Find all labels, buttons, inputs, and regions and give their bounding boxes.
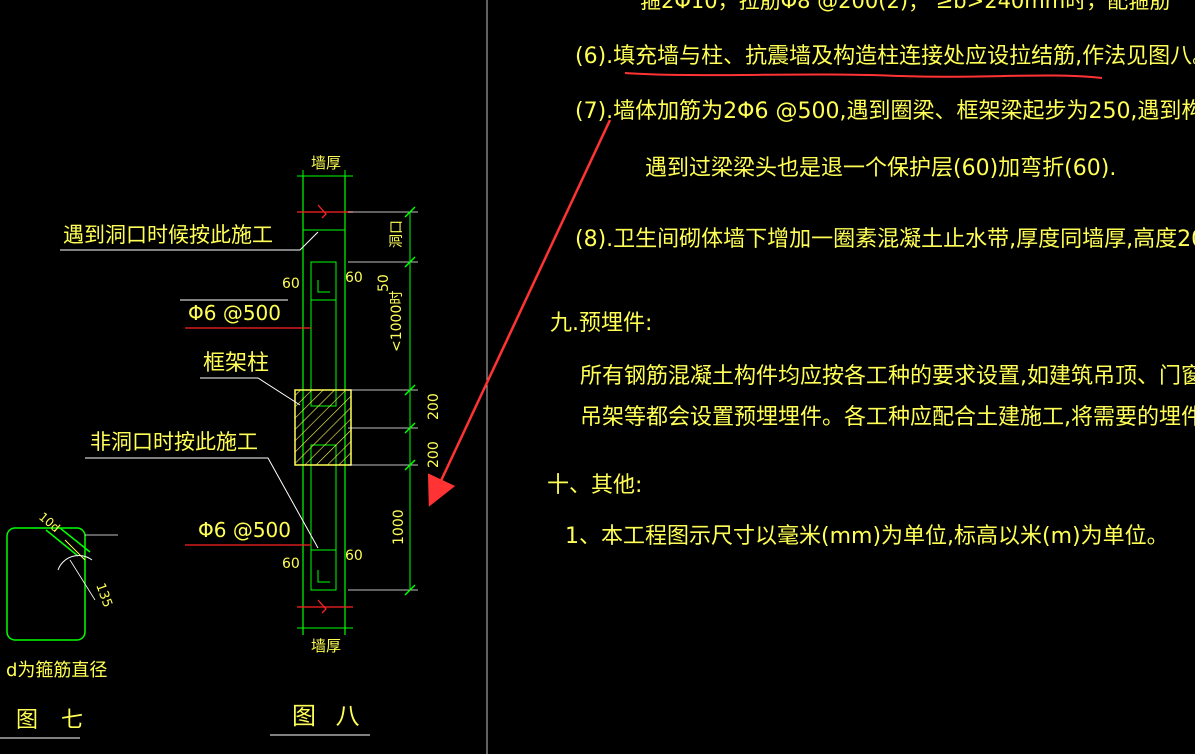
- label-rebar-top: Φ6 @500: [188, 301, 281, 325]
- section-9-line2: 吊架等都会设置预埋埋件。各工种应配合土建施工,将需要的埋件留全。: [580, 405, 1195, 430]
- frame-column: [294, 389, 352, 466]
- note-item-8: (8).卫生间砌体墙下增加一圈素混凝土止水带,厚度同墙厚,高度200.: [575, 227, 1195, 252]
- dim-60-top-right: 60: [345, 270, 363, 286]
- label-no-hole: 非洞口时按此施工: [90, 430, 258, 454]
- section-10-item-1: 1、本工程图示尺寸以毫米(mm)为单位,标高以米(m)为单位。: [565, 524, 1169, 549]
- wall-thickness-bottom-label: 墙厚: [311, 637, 341, 655]
- section-9-title: 九.预埋件:: [550, 311, 652, 336]
- note-item-7-line1: (7).墙体加筋为2Φ6 @500,遇到圈梁、框架梁起步为250,遇到构造柱锚固: [575, 99, 1195, 124]
- wall-thickness-top-label: 墙厚: [311, 154, 341, 172]
- dim-200-bottom: 200: [426, 441, 442, 468]
- note-item-6: (6).填充墙与柱、抗震墙及构造柱连接处应设拉结筋,作法见图八。: [575, 44, 1195, 69]
- label-frame-column: 框架柱: [203, 351, 269, 376]
- note-item-7-line2: 遇到过梁梁头也是退一个保护层(60)加弯折(60).: [645, 156, 1116, 181]
- figure-7: 10d 135 d为箍筋直径 图 七: [0, 510, 118, 739]
- dim-60-bottom-right: 60: [345, 548, 363, 564]
- notes-panel: 箍2Φ10，拉筋Φ8 @200(2)； ≥b>240mm时，配箍筋 (6).填充…: [547, 0, 1195, 549]
- section-9-line1: 所有钢筋混凝土构件均应按各工种的要求设置,如建筑吊顶、门窗、栏杆、管道: [580, 364, 1195, 389]
- section-10-title: 十、其他:: [547, 473, 642, 498]
- dim-hole: 洞口: [389, 220, 405, 248]
- figure-7-caption: 图 七: [16, 708, 91, 733]
- dim-50: 50: [376, 274, 392, 292]
- dim-1000: 1000: [391, 509, 407, 545]
- dim-60-bottom-left: 60: [282, 556, 300, 572]
- dim-200-top: 200: [426, 393, 442, 420]
- figure-8-caption: 图 八: [292, 702, 366, 730]
- label-hole: 遇到洞口时候按此施工: [63, 223, 273, 247]
- note-item-6-underline: [624, 72, 1103, 79]
- markup-arrow: [427, 119, 612, 507]
- label-rebar-bottom: Φ6 @500: [198, 518, 291, 542]
- note-cut-line: 箍2Φ10，拉筋Φ8 @200(2)； ≥b>240mm时，配箍筋: [640, 0, 1170, 13]
- dim-60-top-left: 60: [282, 276, 300, 292]
- figure-8: 墙厚: [60, 154, 442, 736]
- figure-7-note: d为箍筋直径: [6, 660, 107, 681]
- dim-le1000: <1000时: [389, 291, 405, 352]
